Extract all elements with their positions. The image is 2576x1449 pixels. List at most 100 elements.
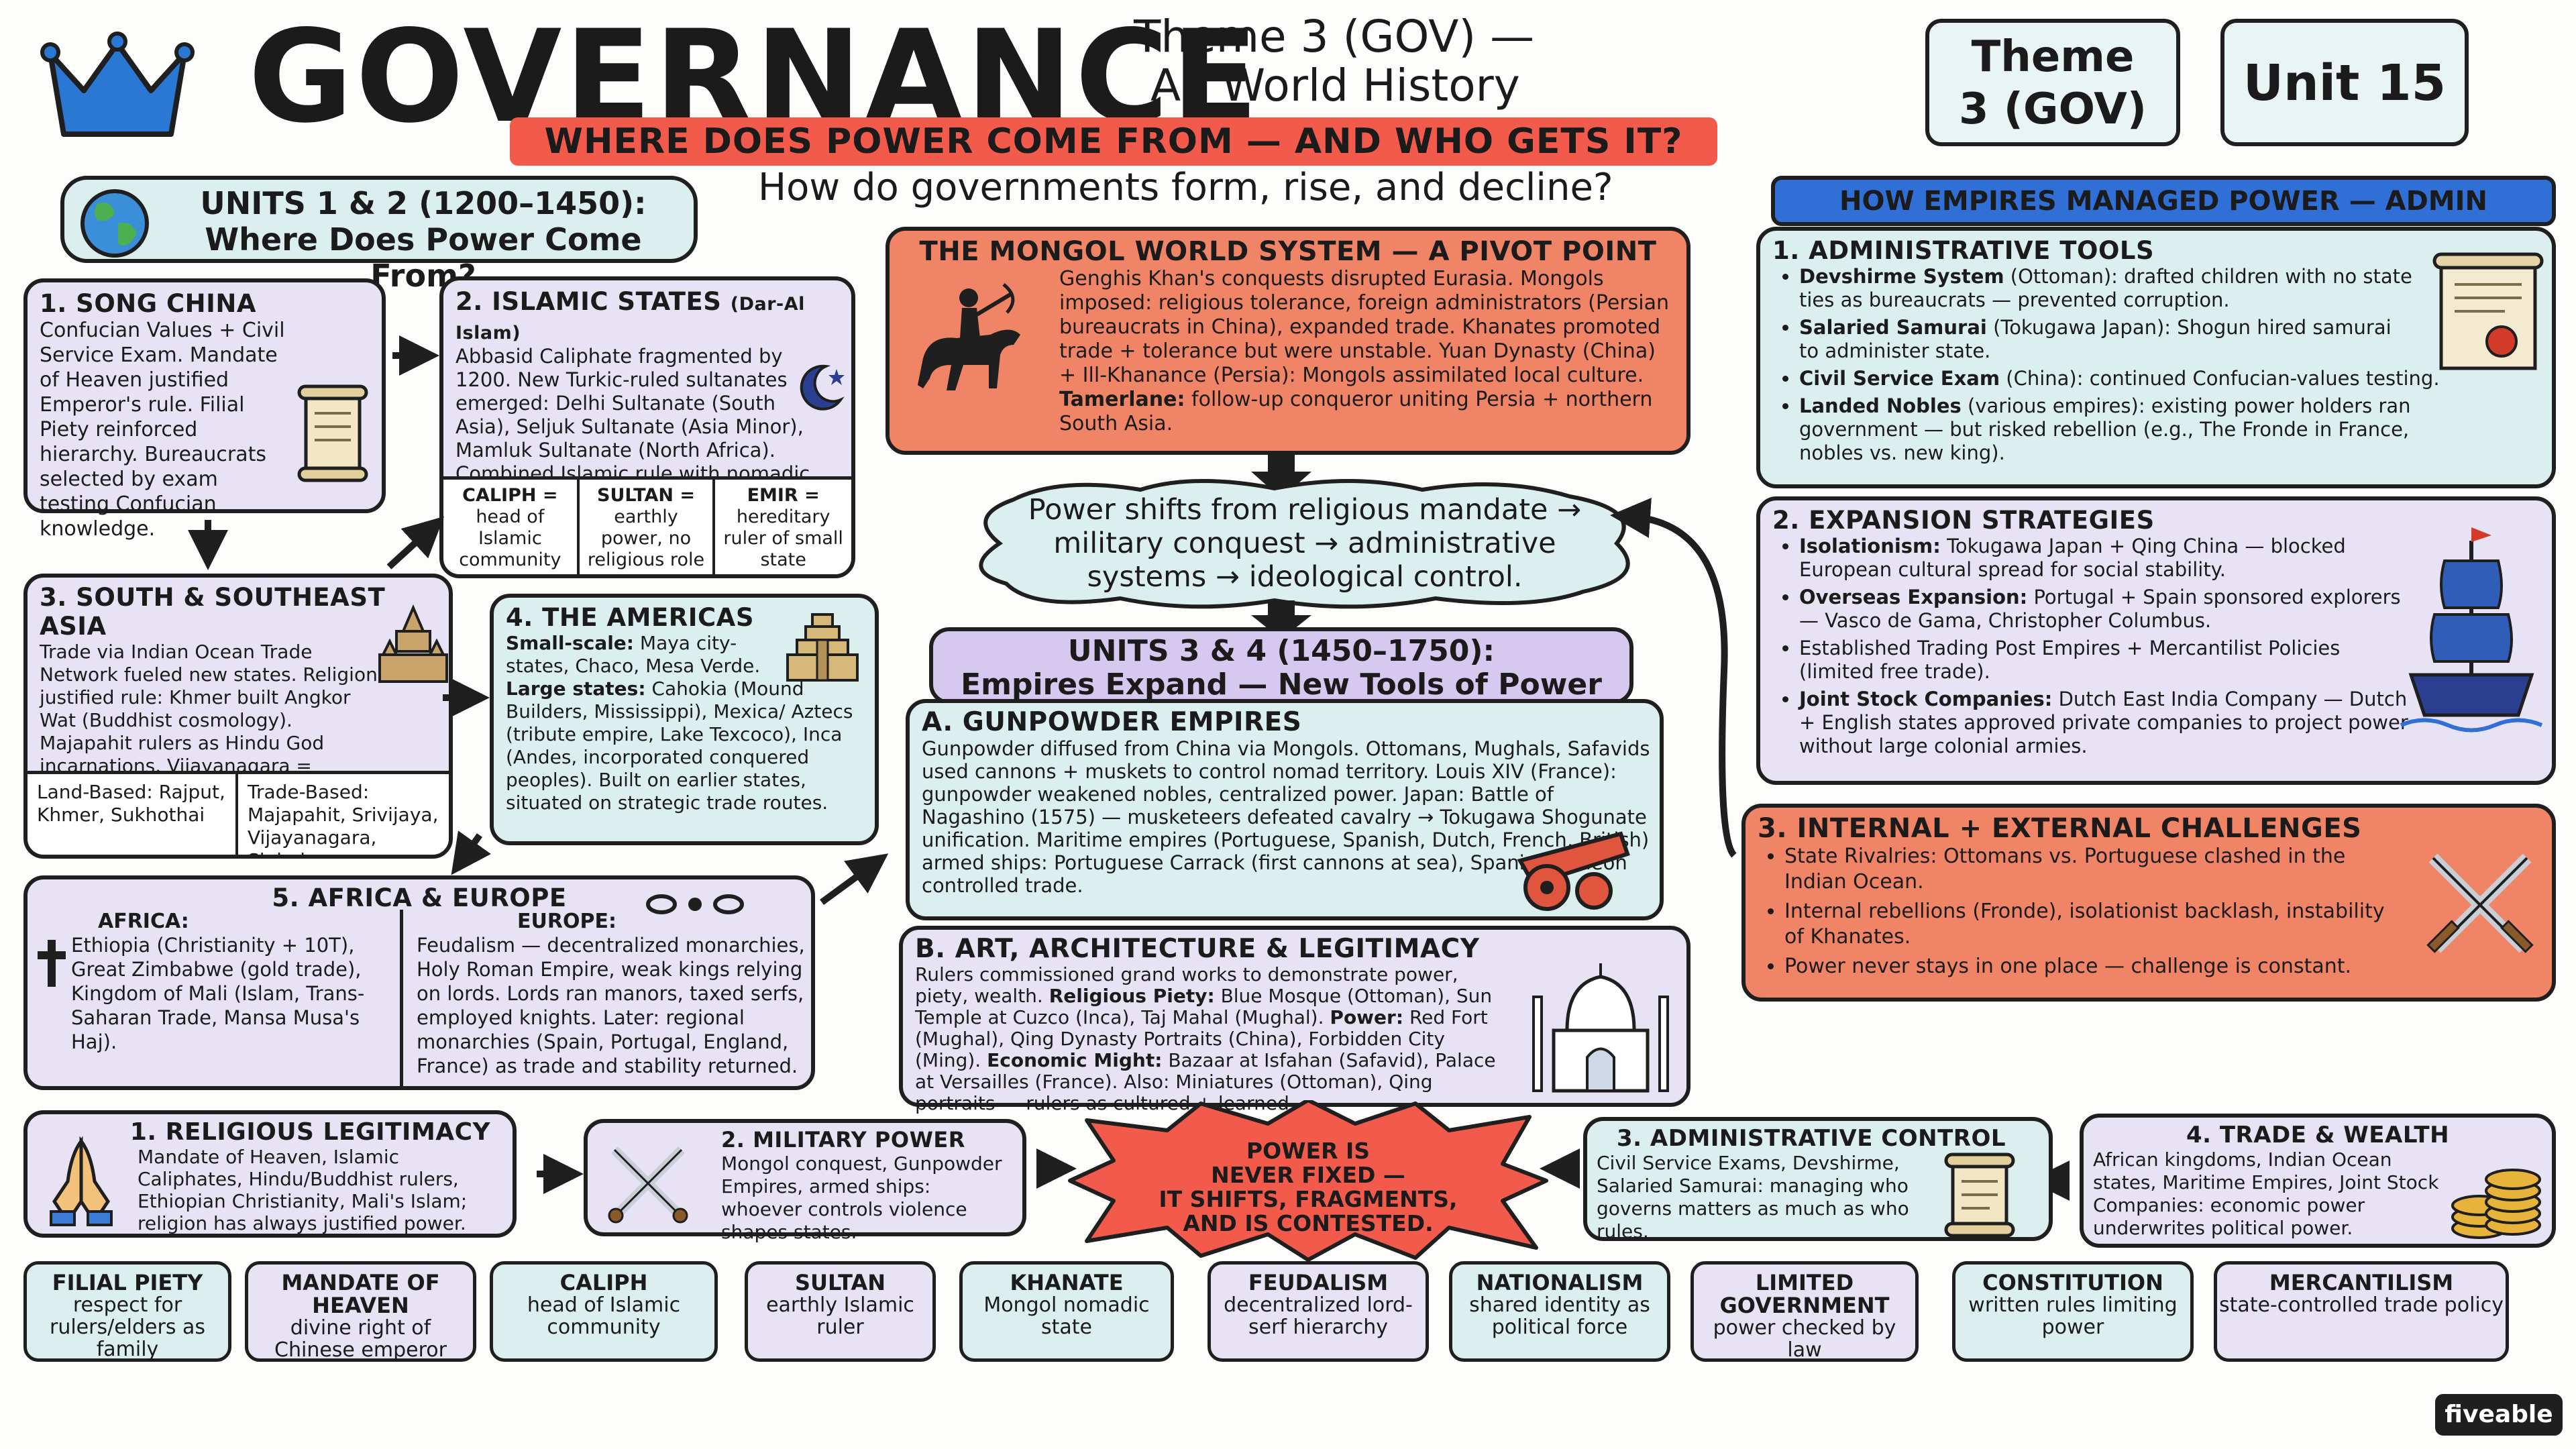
expansion-card: 2. EXPANSION STRATEGIES Isolationism: To…: [1756, 496, 2556, 785]
song-china-body: Confucian Values + Civil Service Exam. M…: [40, 319, 285, 541]
trade-wealth-card: 4. TRADE & WEALTH African kingdoms, Indi…: [2080, 1114, 2556, 1248]
islamic-states-title: 2. ISLAMIC STATES: [455, 287, 722, 316]
certificate-icon: [2431, 251, 2545, 381]
glossary-definition: shared identity as political force: [1469, 1293, 1650, 1339]
glossary-term: NATIONALISM: [1476, 1270, 1644, 1295]
glossary-definition: head of Islamic community: [527, 1293, 681, 1339]
power-never-fixed-burst: POWER IS NEVER FIXED — IT SHIFTS, FRAGME…: [1067, 1100, 1550, 1261]
glossary-card: CONSTITUTION written rules limiting powe…: [1952, 1261, 2194, 1362]
admin-tools-item: Salaried Samurai (Tokugawa Japan): Shogu…: [1799, 316, 2416, 363]
gunpowder-body: Gunpowder diffused from China via Mongol…: [922, 737, 1650, 897]
expansion-item: Established Trading Post Empires + Merca…: [1799, 637, 2416, 684]
military-body: Mongol conquest, Gunpowder Empires, arme…: [721, 1152, 1002, 1243]
admin-tools-card: 1. ADMINISTRATIVE TOOLS Devshirme System…: [1756, 227, 2556, 488]
admin-control-body: Civil Service Exams, Devshirme, Salaried…: [1597, 1152, 1909, 1242]
glossary-definition: earthly Islamic ruler: [766, 1293, 914, 1339]
americas-large-label: Large states:: [506, 678, 646, 700]
globe-icon: [78, 186, 152, 263]
art-title: B. ART, ARCHITECTURE & LEGITIMACY: [915, 934, 1480, 964]
europe-label: EUROPE:: [517, 910, 616, 933]
expansion-item: Isolationism: Tokugawa Japan + Qing Chin…: [1799, 535, 2416, 582]
power-shift-text: Power shifts from religious mandate → mi…: [1028, 493, 1582, 594]
crossed-swords-icon: [601, 1136, 695, 1233]
theme-badge: Theme 3 (GOV): [1925, 19, 2180, 146]
glossary-term: MANDATE OF HEAVEN: [281, 1270, 440, 1318]
key-question-banner-text: WHERE DOES POWER COME FROM — AND WHO GET…: [544, 121, 1683, 162]
ship-icon: [2398, 527, 2545, 745]
south-southeast-asia-card: 3. SOUTH & SOUTHEAST ASIA Trade via Indi…: [23, 574, 453, 859]
ssa-title: 3. SOUTH & SOUTHEAST ASIA: [40, 583, 386, 641]
glossary-card: LIMITED GOVERNMENT power checked by law: [1690, 1261, 1919, 1362]
mongol-tamerlane-label: Tamerlane:: [1059, 388, 1185, 411]
glossary-term: CALIPH: [559, 1270, 648, 1295]
praying-hands-icon: [41, 1134, 121, 1231]
art-body: Rulers commissioned grand works to demon…: [915, 963, 1458, 1007]
glossary-term: KHANATE: [1010, 1270, 1124, 1295]
mongol-title: THE MONGOL WORLD SYSTEM — A PIVOT POINT: [919, 236, 1657, 267]
art-piety-label: Religious Piety:: [1049, 985, 1215, 1007]
expansion-item: Joint Stock Companies: Dutch East India …: [1799, 688, 2416, 758]
key-question-banner: WHERE DOES POWER COME FROM — AND WHO GET…: [510, 117, 1717, 166]
units-3-4-title: UNITS 3 & 4 (1450–1750):: [1067, 634, 1495, 668]
africa-label: AFRICA:: [98, 910, 189, 933]
horse-rider-icon: [903, 271, 1037, 408]
art-power-label: Power:: [1330, 1006, 1404, 1028]
glossary-term: MERCANTILISM: [2269, 1270, 2454, 1295]
units-3-4-header: UNITS 3 & 4 (1450–1750): Empires Expand …: [929, 627, 1633, 704]
administrative-control-card: 3. ADMINISTRATIVE CONTROL Civil Service …: [1583, 1117, 2053, 1242]
pyramid-icon: [782, 611, 863, 688]
mongol-tamerlane-text: follow-up conqueror uniting Persia + nor…: [1059, 388, 1653, 435]
challenges-title: 3. INTERNAL + EXTERNAL CHALLENGES: [1758, 813, 2362, 844]
temple-icon: [376, 604, 449, 688]
islamic-states-card: 2. ISLAMIC STATES (Dar-Al Islam) Abbasid…: [439, 276, 855, 578]
glossary-definition: power checked by law: [1713, 1316, 1896, 1362]
americas-card: 4. THE AMERICAS Small-scale: Maya city-s…: [490, 594, 879, 845]
mongol-card: THE MONGOL WORLD SYSTEM — A PIVOT POINT …: [885, 227, 1690, 455]
religious-legitimacy-card: 1. RELIGIOUS LEGITIMACY Mandate of Heave…: [23, 1110, 517, 1238]
ssa-table: Land-Based: Rajput, Khmer, Sukhothai Tra…: [28, 771, 449, 855]
expansion-title: 2. EXPANSION STRATEGIES: [1772, 506, 2155, 535]
ssa-land-based: Land-Based: Rajput, Khmer, Sukhothai: [28, 774, 238, 855]
art-piety-text: Blue Mosque (Ottoman), Sun Temple at Cuz…: [915, 985, 1493, 1028]
unit-badge: Unit 15: [2220, 19, 2469, 146]
arrow-down-icon: [1248, 453, 1315, 502]
glossary-definition: divine right of Chinese emperor: [274, 1316, 447, 1362]
glossary-card: FILIAL PIETY respect for rulers/elders a…: [23, 1261, 231, 1362]
military-title: 2. MILITARY POWER: [721, 1127, 965, 1152]
burst-line-3: IT SHIFTS, FRAGMENTS,: [1159, 1186, 1458, 1212]
burst-line-1: POWER IS: [1246, 1138, 1371, 1164]
units-1-2-header: UNITS 1 & 2 (1200–1450): Where Does Powe…: [60, 176, 698, 294]
unit-badge-text: Unit 15: [2243, 54, 2447, 112]
glossary-definition: Mongol nomadic state: [983, 1293, 1150, 1339]
africa-text: Ethiopia (Christianity + 10T), Great Zim…: [71, 934, 365, 1053]
islamic-states-title-note: (Dar-Al Islam): [455, 294, 805, 343]
admin-systems-banner: HOW EMPIRES MANAGED POWER — ADMIN SYSTEM…: [1771, 176, 2556, 260]
song-china-title: 1. SONG CHINA: [40, 289, 256, 318]
burst-line-2: NEVER FIXED —: [1211, 1162, 1405, 1188]
admin-tools-title: 1. ADMINISTRATIVE TOOLS: [1772, 236, 2155, 265]
song-china-card: 1. SONG CHINA Confucian Values + Civil S…: [23, 278, 386, 541]
sub-question: How do governments form, rise, and decli…: [758, 166, 1613, 209]
glossary-term: FILIAL PIETY: [52, 1270, 203, 1295]
africa-europe-card: 5. AFRICA & EUROPE AFRICA: Ethiopia (Chr…: [23, 875, 815, 1090]
cross-icon: [34, 936, 68, 993]
challenges-item: Internal rebellions (Fronde), isolationi…: [1784, 899, 2408, 950]
chains-icon: [645, 888, 745, 924]
crossed-swords-icon: [2416, 841, 2544, 971]
glossary-card: SULTAN earthly Islamic ruler: [745, 1261, 936, 1362]
admin-tools-item: Landed Nobles (various empires): existin…: [1799, 394, 2416, 465]
glossary-definition: respect for rulers/elders as family: [49, 1293, 206, 1361]
coins-icon: [2446, 1144, 2546, 1248]
americas-small-text: Maya city-states, Chaco, Mesa Verde.: [506, 632, 761, 677]
fiveable-logo-text: fiveable: [2445, 1401, 2553, 1428]
crescent-moon-icon: [792, 361, 846, 417]
glossary-card: MERCANTILISM state-controlled trade poli…: [2214, 1261, 2509, 1362]
units-1-2-subtitle: Where Does Power Come From?: [205, 221, 642, 294]
admin-control-title: 3. ADMINISTRATIVE CONTROL: [1617, 1125, 2006, 1152]
theme-badge-text: Theme 3 (GOV): [1958, 32, 2147, 134]
art-economic-text: Bazaar at Isfahan (Safavid), Palace at V…: [915, 1049, 1496, 1114]
islamic-term-cell: EMIR =hereditary ruler of small state: [723, 485, 843, 570]
glossary-card: MANDATE OF HEAVEN divine right of Chines…: [245, 1261, 476, 1362]
islamic-term-cell: SULTAN =earthly power, no religious role: [580, 480, 716, 574]
expansion-item: Overseas Expansion: Portugal + Spain spo…: [1799, 586, 2416, 633]
